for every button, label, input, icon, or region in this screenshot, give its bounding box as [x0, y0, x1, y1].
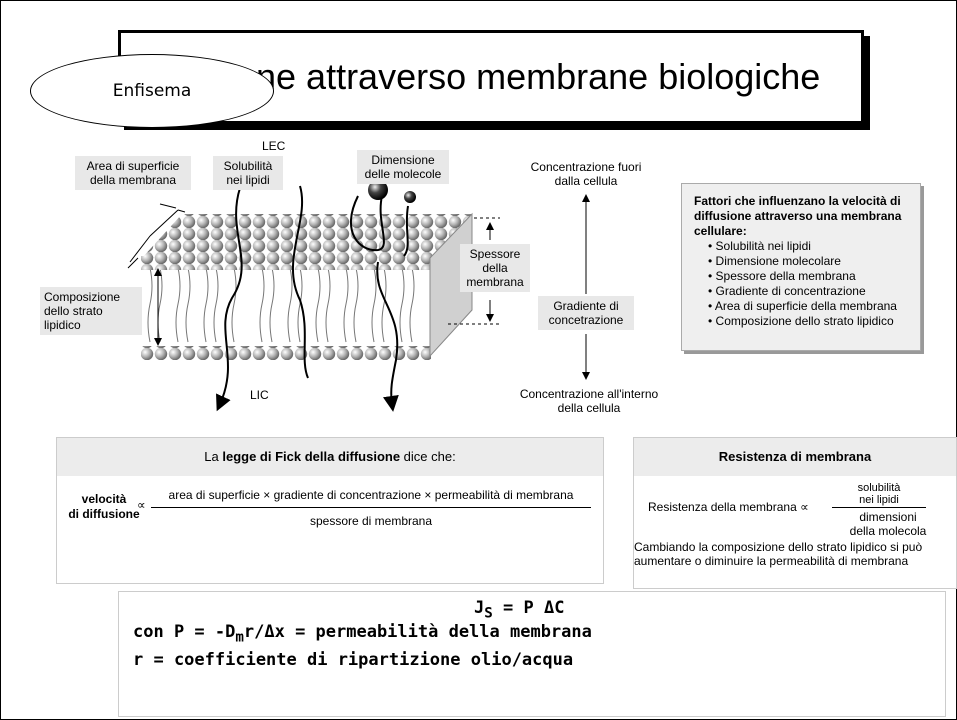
fick-numerator: area di superficie × gradiente di concen…: [168, 488, 574, 502]
resistance-den-line1: dimensioni: [859, 510, 917, 524]
area-label: Area di superficie della membrana: [75, 156, 191, 190]
thickness-marker: [448, 217, 500, 325]
formula-box: JS = P ΔC con P = -Dmr/Δx = permeabilità…: [118, 591, 946, 717]
factor-item: Spessore della membrana: [708, 269, 908, 284]
resistance-num-line2: nei lipidi: [859, 494, 899, 506]
fick-heading-post: dice che:: [400, 449, 456, 464]
flux-symbol: J: [474, 598, 485, 618]
gradient-label: Gradiente di concetrazione: [538, 296, 634, 330]
large-molecule-icon: [368, 180, 388, 200]
resistance-lhs: Resistenza della membrana ∝: [648, 500, 809, 514]
conc-out-label: Concentrazione fuori dalla cellula: [530, 160, 642, 188]
enfisema-callout: Enfisema: [30, 54, 274, 128]
conc-in-label: Concentrazione all'interno della cellula: [519, 387, 659, 415]
flux-rest: = P ΔC: [492, 598, 565, 618]
fick-lhs-line1: velocità: [81, 492, 127, 506]
resistance-heading: Resistenza di membrana: [634, 438, 956, 476]
membrane-diagram: [127, 180, 590, 412]
factors-heading: Fattori che influenzano la velocità di d…: [694, 194, 902, 238]
fick-denominator: spessore di membrana: [309, 514, 433, 528]
factor-item: Composizione dello strato lipidico: [708, 314, 908, 329]
permeability-part2: r/Δx = permeabilità della membrana: [243, 622, 592, 642]
partition-coefficient-line: r = coefficiente di ripartizione olio/ac…: [133, 650, 574, 670]
small-molecule-icon: [404, 191, 416, 203]
membrane-top-surface: [142, 214, 472, 258]
fick-prop-symbol: ∝: [137, 498, 146, 512]
lic-label: LIC: [250, 388, 269, 402]
callout-label: Enfisema: [112, 81, 192, 101]
factor-item: Dimensione molecolare: [708, 254, 908, 269]
factor-item: Area di superficie della membrana: [708, 299, 908, 314]
solubility-label: Solubilità nei lipidi: [213, 156, 283, 190]
membrane-front-top-row: [141, 256, 431, 270]
resistance-box: Resistenza di membrana Resistenza della …: [633, 437, 957, 589]
fick-lhs: velocità di diffusione: [63, 492, 145, 522]
flux-subscript: S: [484, 605, 493, 622]
permeability-subscript: m: [235, 629, 244, 646]
factor-item: Solubilità nei lipidi: [708, 239, 908, 254]
area-bracket: [129, 209, 186, 263]
fick-heading-bold: legge di Fick della diffusione: [222, 449, 401, 464]
composition-label: Composizione dello strato lipidico: [40, 287, 142, 335]
lipid-tails: [147, 267, 415, 343]
dimension-label: Dimensione delle molecole: [357, 150, 449, 184]
fick-heading-pre: La: [204, 449, 223, 464]
factor-item: Gradiente di concentrazione: [708, 284, 908, 299]
lec-label: LEC: [262, 139, 286, 153]
resistance-num-line1: solubilità: [857, 482, 901, 494]
resistance-note: Cambiando la composizione dello strato l…: [634, 540, 923, 568]
fick-heading: La legge di Fick della diffusione dice c…: [57, 438, 603, 476]
permeability-part1: con P = -D: [133, 622, 236, 642]
fick-fraction-bar: [151, 507, 591, 508]
resistance-den-line2: della molecola: [849, 524, 927, 538]
permeability-equation: con P = -Dmr/Δx = permeabilità della mem…: [133, 622, 592, 645]
factors-box: Fattori che influenzano la velocità di d…: [681, 183, 921, 351]
slide-title: ne attraverso membrane biologiche: [256, 56, 821, 97]
resistance-fraction-bar: [832, 507, 926, 508]
molecule-loop: [349, 195, 385, 252]
resistance-denominator: dimensioni della molecola: [832, 510, 944, 538]
resistance-prop-symbol: ∝: [800, 500, 809, 514]
solubility-path: [216, 187, 243, 412]
thickness-label: Spessore della membrana: [460, 244, 530, 292]
membrane-front-bottom-row: [141, 346, 431, 360]
factors-list: Solubilità nei lipidi Dimensione molecol…: [694, 239, 908, 329]
flux-equation: JS = P ΔC: [474, 598, 564, 621]
resistance-lhs-text: Resistenza della membrana: [648, 500, 797, 514]
resistance-numerator: solubilità nei lipidi: [832, 482, 926, 506]
fick-lhs-line2: di diffusione: [68, 507, 140, 521]
fick-law-box: La legge di Fick della diffusione dice c…: [56, 437, 604, 584]
